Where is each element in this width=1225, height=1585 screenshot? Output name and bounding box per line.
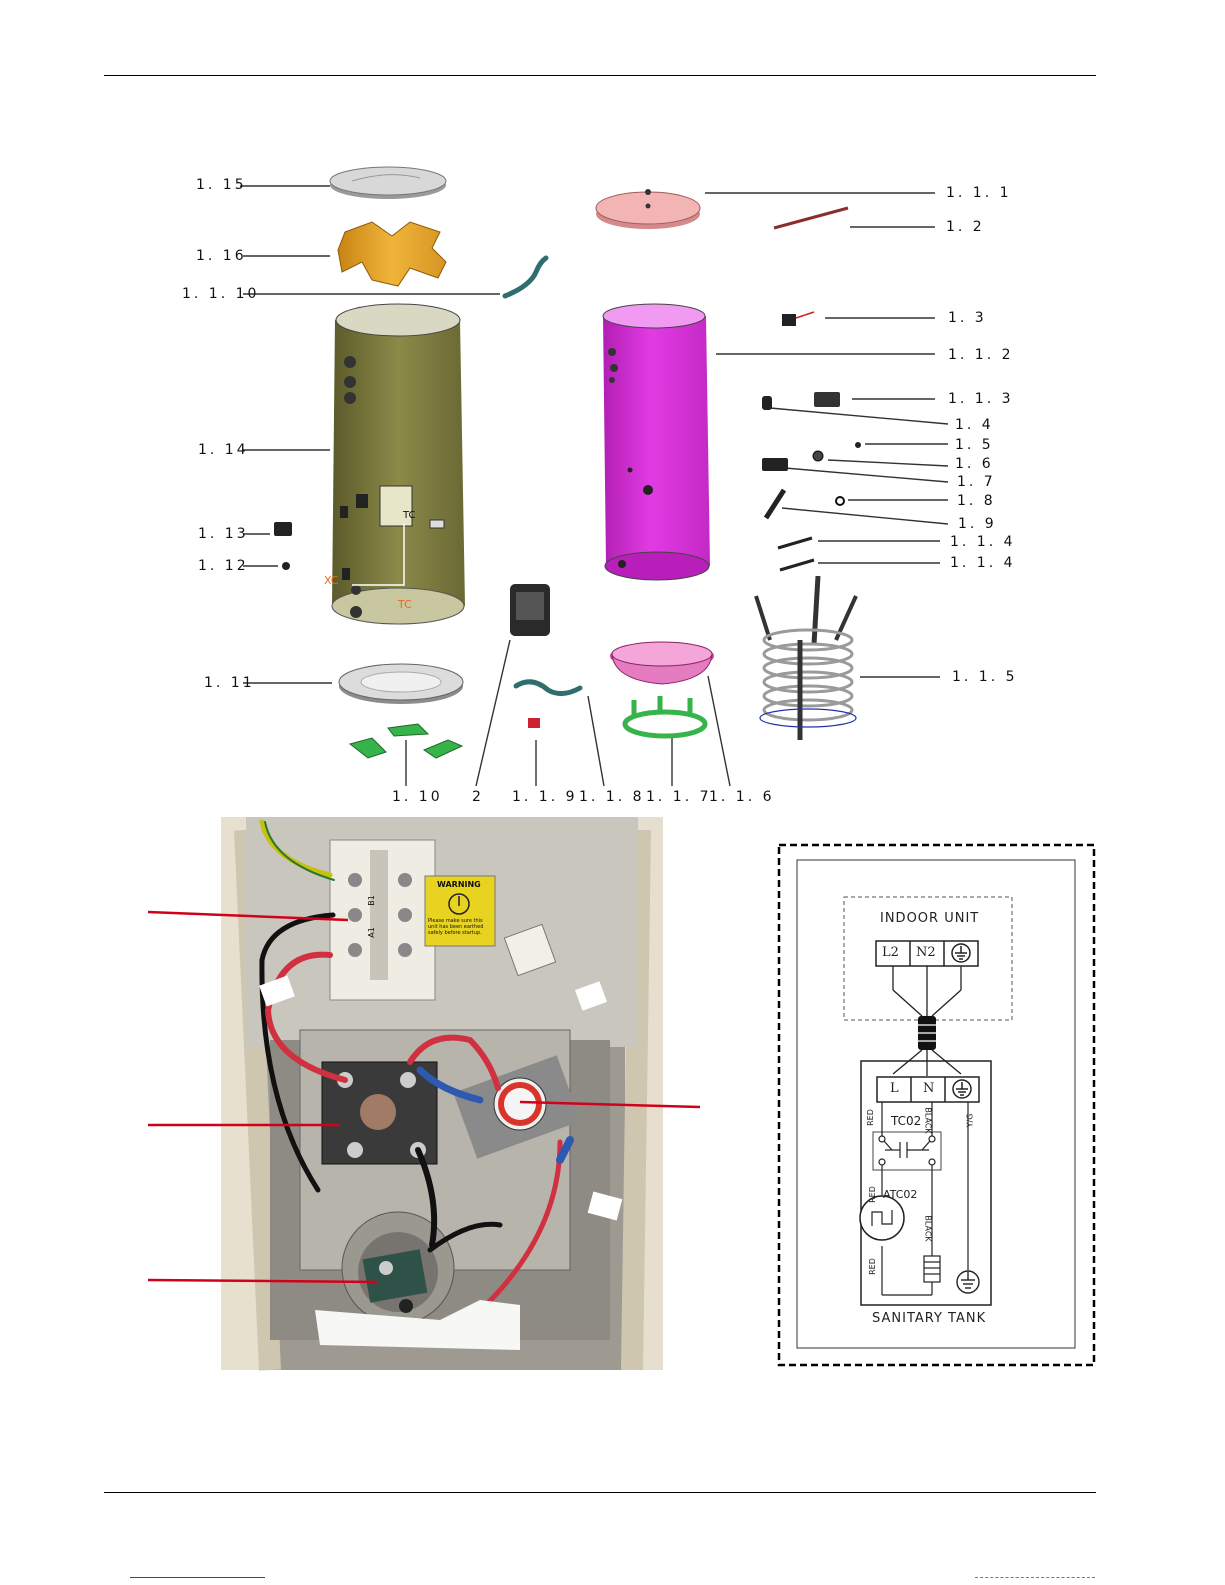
marker-tc-lower: TC <box>397 598 412 611</box>
label-1-1-6: 1. 1. 6 <box>709 789 775 805</box>
part-sensor <box>782 311 815 326</box>
part-element-rod <box>763 488 787 520</box>
part-screw <box>855 442 861 448</box>
label-tc02: TC02 <box>891 1114 922 1128</box>
label-1-1-2: 1. 1. 2 <box>948 347 1014 363</box>
terminal-n: N <box>923 1081 935 1096</box>
part-cap <box>762 396 772 410</box>
part-foam-block <box>337 221 447 287</box>
wire-red-mid: RED <box>867 1186 877 1203</box>
label-1-1-4-b: 1. 1. 4 <box>950 555 1016 571</box>
part-plate <box>814 392 840 407</box>
part-rod-a <box>777 536 813 550</box>
wire-red-top: RED <box>865 1109 875 1126</box>
exploded-parts-diagram: TC XC TC <box>240 166 949 787</box>
label-1-3: 1. 3 <box>948 310 987 326</box>
sanitary-tank-label: SANITARY TANK <box>872 1311 987 1326</box>
part-hose-medium <box>513 679 583 696</box>
part-bracket <box>762 458 788 471</box>
label-1-16: 1. 16 <box>196 248 247 264</box>
part-inner-tank <box>602 303 710 581</box>
part-washer <box>835 496 845 506</box>
label-1-9: 1. 9 <box>958 516 997 532</box>
label-1-5: 1. 5 <box>955 437 994 453</box>
photo-terminal-a1: A1 <box>366 927 376 938</box>
label-1-7: 1. 7 <box>957 474 996 490</box>
label-1-15: 1. 15 <box>196 177 247 193</box>
part-rod-b <box>779 558 815 572</box>
photo-warning-title: WARNING <box>437 880 481 889</box>
label-1-6: 1. 6 <box>955 456 994 472</box>
label-atc02: ATC02 <box>883 1188 918 1201</box>
part-plug-small <box>282 562 290 570</box>
label-1-12: 1. 12 <box>198 558 249 574</box>
marker-xc: XC <box>324 574 339 587</box>
label-1-1-1: 1. 1. 1 <box>946 185 1012 201</box>
label-1-14: 1. 14 <box>198 442 249 458</box>
footer-dash <box>975 1577 1095 1578</box>
label-1-1-5: 1. 1. 5 <box>952 669 1018 685</box>
label-2: 2 <box>472 789 484 805</box>
photo-terminal-b1: B1 <box>366 895 376 906</box>
indoor-unit-label: INDOOR UNIT <box>880 911 980 926</box>
part-green-ring <box>622 696 708 739</box>
label-1-4: 1. 4 <box>955 417 994 433</box>
terminal-l: L <box>890 1081 899 1096</box>
wire-red-low: RED <box>867 1258 877 1275</box>
part-green-feet <box>348 723 464 759</box>
photo-warning-text: Please make sure this unit has been eart… <box>428 918 484 936</box>
footer-rule <box>104 1492 1096 1493</box>
terminal-l2: L2 <box>882 945 899 960</box>
label-1-10: 1. 10 <box>392 789 443 805</box>
part-connector <box>274 522 292 536</box>
label-1-13: 1. 13 <box>198 526 249 542</box>
label-1-1-7: 1. 1. 7 <box>646 789 712 805</box>
wire-black-top: BLACK <box>923 1107 933 1134</box>
part-bottom-cover <box>338 663 464 704</box>
label-1-1-9: 1. 1. 9 <box>512 789 578 805</box>
label-1-8: 1. 8 <box>957 493 996 509</box>
part-outer-shell <box>331 303 465 625</box>
part-red-fitting <box>528 718 540 728</box>
label-1-2: 1. 2 <box>946 219 985 235</box>
marker-tc-upper: TC <box>402 510 416 521</box>
part-control-box <box>510 584 550 636</box>
label-1-1-3: 1. 1. 3 <box>948 391 1014 407</box>
part-pink-dish <box>610 641 714 685</box>
header-rule <box>104 75 1096 76</box>
label-1-11: 1. 11 <box>204 675 255 691</box>
wire-black-low: BLACK <box>923 1215 933 1242</box>
label-1-1-10: 1. 1. 10 <box>182 286 260 302</box>
part-hose-small <box>502 255 549 299</box>
part-rod <box>773 206 849 230</box>
label-1-1-8: 1. 1. 8 <box>579 789 645 805</box>
footer-link[interactable] <box>130 1577 265 1578</box>
wire-yg: Y/G <box>965 1113 975 1128</box>
part-heating-coil <box>754 575 858 740</box>
terminal-n2: N2 <box>916 945 936 960</box>
part-inner-top <box>595 189 701 229</box>
part-top-cover <box>329 166 447 199</box>
part-nut <box>812 450 824 462</box>
label-1-1-4-a: 1. 1. 4 <box>950 534 1016 550</box>
